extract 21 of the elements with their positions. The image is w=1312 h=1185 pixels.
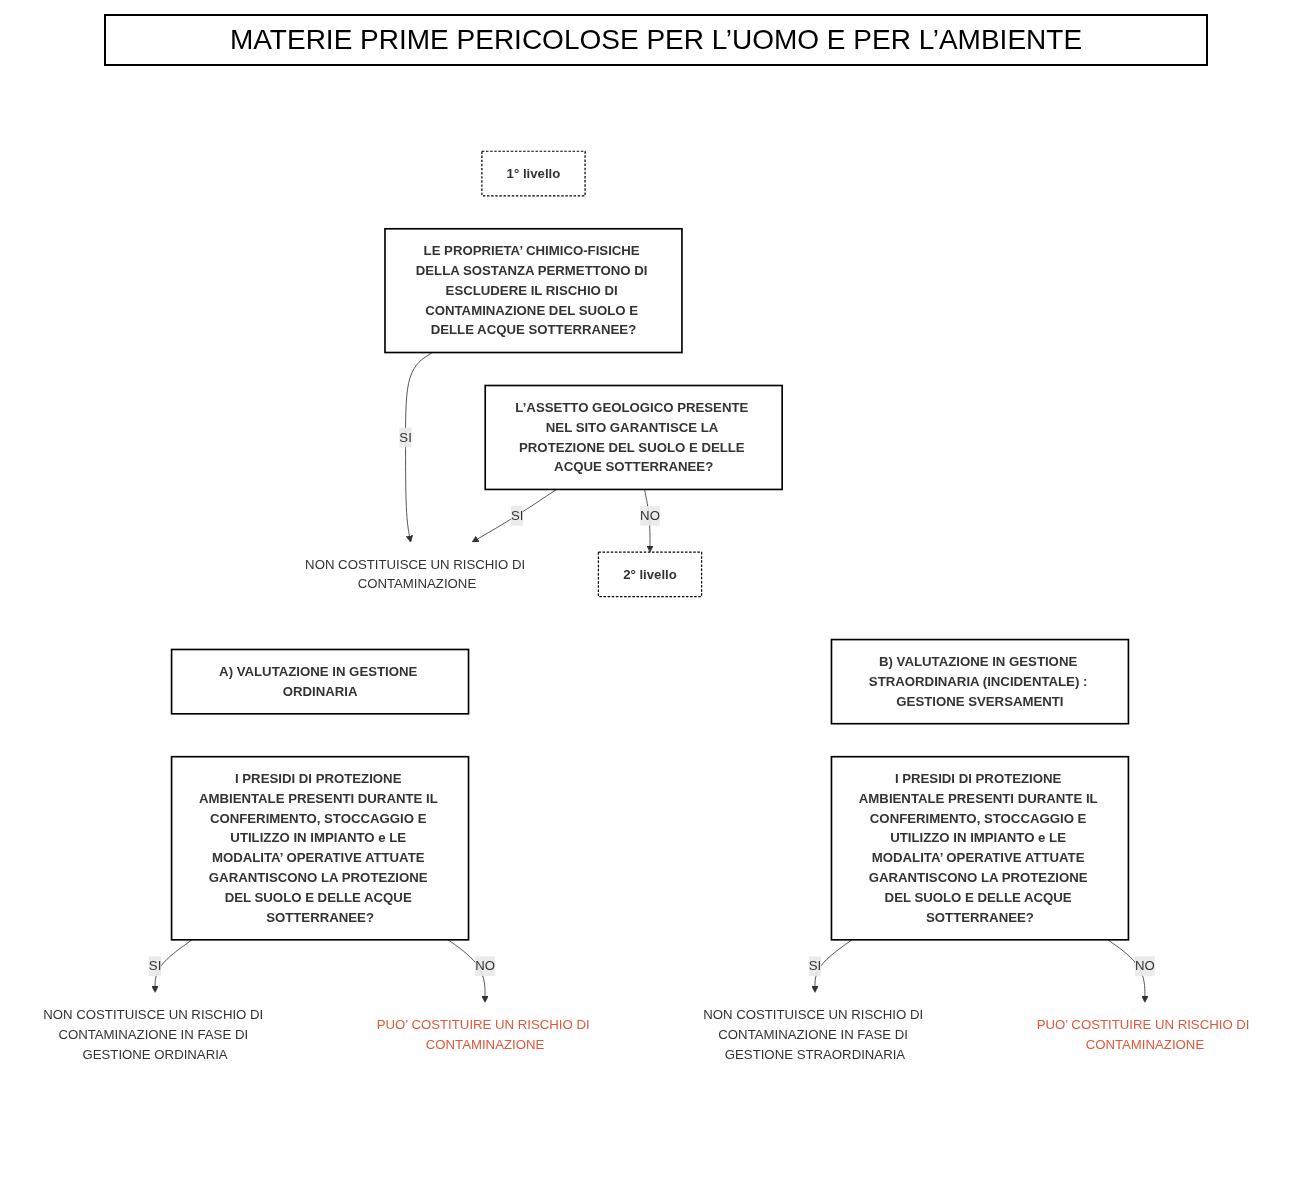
node-text: PUO’ COSTITUIRE UN RISCHIO DI CONTAMINAZIONE: [376, 1017, 590, 1052]
title-box: MATERIE PRIME PERICOLOSE PER L’UOMO E PER L’AMBIENTE: [104, 14, 1208, 66]
node-box: L’ASSETTO GEOLOGICO PRESENTE NEL SITO GARANTISCE LA PROTEZIONE DEL SUOLO E DELLE ACQUE SOTTERRANEE?: [484, 384, 783, 491]
edge-label: NO: [1135, 958, 1155, 973]
node-box: 2° livello: [597, 551, 703, 598]
edge-label: SI: [148, 958, 162, 973]
node-box: B) VALUTAZIONE IN GESTIONE STRAORDINARIA (INCIDENTALE) : GESTIONE SVERSAMENTI: [830, 638, 1130, 725]
node-text: PUO’ COSTITUIRE UN RISCHIO DI CONTAMINAZIONE: [1036, 1017, 1250, 1052]
edge-label: SI: [808, 958, 822, 973]
edge-label: NO: [640, 508, 660, 523]
edge-label: SI: [510, 508, 524, 523]
node-text: NON COSTITUISCE UN RISCHIO DI CONTAMINAZIONE: [305, 557, 526, 591]
node-text: NON COSTITUISCE UN RISCHIO DI CONTAMINAZIONE IN FASE DI GESTIONE ORDINARIA: [43, 1007, 264, 1062]
node-box: A) VALUTAZIONE IN GESTIONE ORDINARIA: [170, 648, 470, 715]
node-text: NON COSTITUISCE UN RISCHIO DI CONTAMINAZIONE IN FASE DI GESTIONE STRAORDINARIA: [703, 1007, 924, 1062]
edge-label: NO: [475, 958, 495, 973]
node-box: I PRESIDI DI PROTEZIONE AMBIENTALE PRESENTI DURANTE IL CONFERIMENTO, STOCCAGGIO E UTILIZZO IN IMPIANTO e LE MODALITA’ OPERATIVE ATTUATE GARANTISCONO LA PROTEZIONE DEL SUOLO E DELLE ACQUE SOTTERRANEE?: [170, 755, 470, 941]
node-box: 1° livello: [481, 150, 586, 197]
node-box: I PRESIDI DI PROTEZIONE AMBIENTALE PRESENTI DURANTE IL CONFERIMENTO, STOCCAGGIO E UTILIZZO IN IMPIANTO e LE MODALITA’ OPERATIVE ATTUATE GARANTISCONO LA PROTEZIONE DEL SUOLO E DELLE ACQUE SOTTERRANEE?: [830, 755, 1130, 941]
node-box: LE PROPRIETA’ CHIMICO-FISICHE DELLA SOSTANZA PERMETTONO DI ESCLUDERE IL RISCHIO DI CONTAMINAZIONE DEL SUOLO E DELLE ACQUE SOTTERRANEE?: [384, 227, 683, 354]
edge-label: SI: [399, 430, 412, 445]
